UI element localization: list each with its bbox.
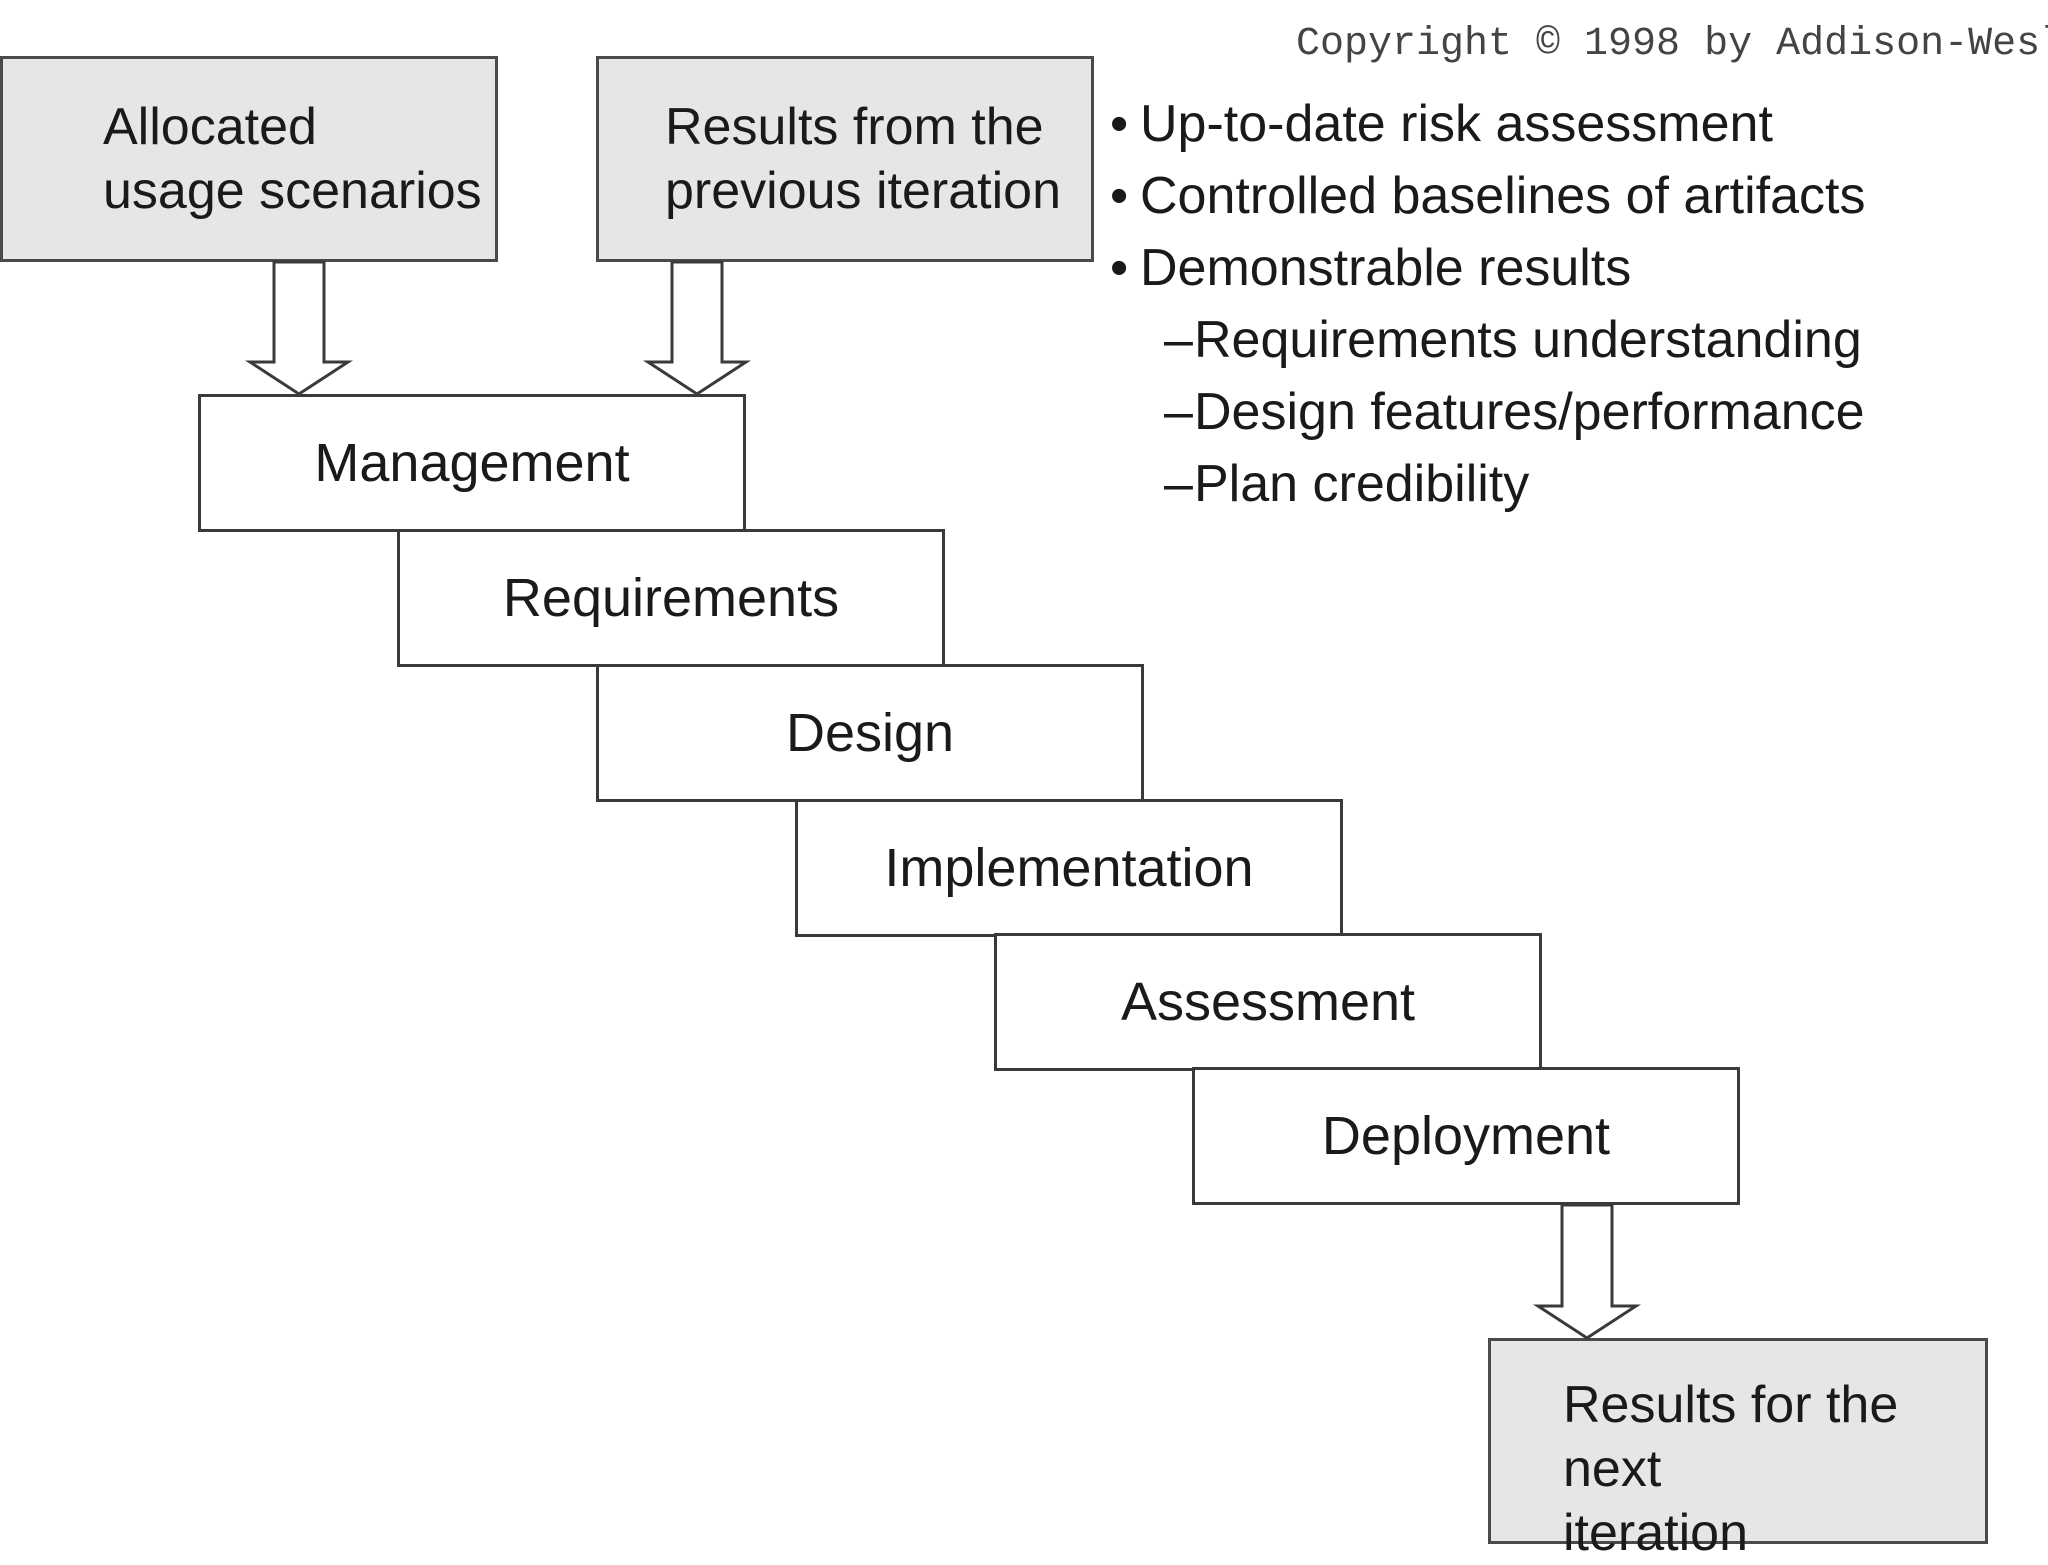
down-arrow-icon [244,260,354,396]
bullet-item: •Demonstrable results [1110,239,1632,297]
step-deployment: Deployment [1192,1067,1740,1205]
iteration-results-list: •Up-to-date risk assessment •Controlled … [1110,88,1866,520]
allocated-usage-scenarios-box: Allocated usage scenarios [0,56,498,262]
sub-bullet-item: –Design features/performance [1164,383,1865,441]
step-label: Management [314,433,630,493]
down-arrow-icon [1532,1203,1642,1340]
step-label: Deployment [1321,1106,1611,1166]
bullet-item: •Controlled baselines of artifacts [1110,167,1866,225]
down-arrow-icon [642,260,752,396]
step-label: Design [785,703,955,763]
next-iteration-results-box: Results for the next iteration [1488,1338,1988,1562]
step-requirements: Requirements [397,529,945,667]
previous-iteration-results-box: Results from the previous iteration [596,56,1094,262]
copyright-notice: Copyright © 1998 by Addison-Wesley [1296,22,2048,67]
bullet-item: •Up-to-date risk assessment [1110,95,1773,153]
step-design: Design [596,664,1144,802]
step-label: Implementation [884,838,1254,898]
allocated-usage-scenarios-label: Allocated usage scenarios [103,98,482,220]
step-label: Requirements [502,568,840,628]
sub-bullet-item: –Requirements understanding [1164,311,1862,369]
step-management: Management [198,394,746,532]
step-assessment: Assessment [994,933,1542,1071]
step-label: Assessment [1120,972,1416,1032]
next-iteration-results-label: Results for the next iteration [1563,1376,1899,1562]
previous-iteration-results-label: Results from the previous iteration [665,98,1061,220]
sub-bullet-item: –Plan credibility [1164,455,1530,513]
